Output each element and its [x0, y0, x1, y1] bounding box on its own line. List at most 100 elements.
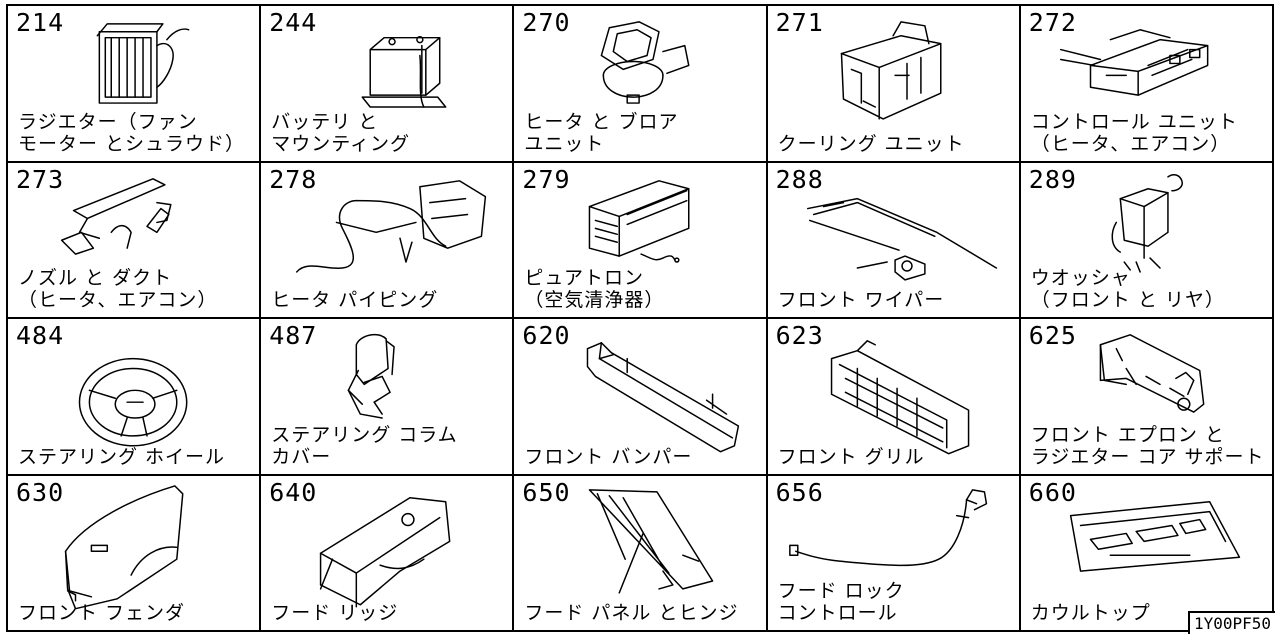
hood-lock-cable-icon: [788, 488, 987, 566]
apron-icon: [1099, 334, 1205, 413]
part-number: 279: [522, 164, 571, 194]
part-label: ウオッシャ（フロント と リヤ）: [1031, 267, 1268, 311]
steering-wheel-icon: [78, 357, 188, 447]
part-label: フード ロックコントロール: [778, 580, 1015, 624]
part-number: 630: [16, 477, 65, 507]
part-number: 656: [775, 477, 824, 507]
part-label: クーリング ユニット: [778, 133, 1015, 155]
part-number: 271: [775, 8, 824, 37]
heater-piping-icon: [296, 179, 487, 273]
part-cell[interactable]: 623 フロント グリル: [767, 319, 1021, 476]
part-number: 623: [775, 321, 824, 350]
part-label-line: コントロール ユニット: [1030, 110, 1238, 133]
part-label: ステアリング ホイール: [18, 446, 255, 468]
part-label-line: ステアリング ホイール: [18, 445, 226, 468]
part-label-line: バッテリ と: [271, 110, 379, 133]
part-number: 273: [16, 164, 65, 194]
part-label-line: （空気清浄器）: [524, 289, 665, 311]
part-label: コントロール ユニット（ヒータ、エアコン）: [1031, 111, 1268, 155]
part-cell[interactable]: 272 コントロール ユニット（ヒータ、エアコン）: [1020, 6, 1274, 163]
part-cell[interactable]: 288 フロント ワイパー: [767, 162, 1021, 319]
bumper-icon: [587, 342, 740, 453]
washer-tank-icon: [1111, 173, 1183, 273]
figure-code: 1Y00PF50: [1187, 611, 1275, 634]
part-number: 650: [522, 477, 571, 507]
part-cell[interactable]: 289 ウオッシャ（フロント と リヤ）: [1020, 162, 1274, 319]
control-unit-icon: [1059, 29, 1209, 96]
part-label-line: フード ロック: [777, 580, 905, 602]
part-label-line: フロント グリル: [777, 445, 925, 468]
part-label: フロント グリル: [778, 446, 1015, 468]
part-number: 487: [269, 321, 318, 350]
part-label-line: ヒータ パイピング: [271, 289, 439, 311]
fender-icon: [64, 484, 184, 609]
part-label-line: （ヒータ、エアコン）: [1030, 132, 1231, 155]
part-label-line: ノズル と ダクト: [18, 267, 173, 289]
part-cell[interactable]: 625 フロント エプロン とラジエター コア サポート: [1020, 319, 1274, 476]
part-number: 620: [522, 321, 571, 350]
part-label: ノズル と ダクト（ヒータ、エアコン）: [18, 267, 255, 311]
part-label: フロント エプロン とラジエター コア サポート: [1031, 424, 1268, 468]
part-label-line: カウルトップ: [1030, 602, 1151, 624]
part-label-line: ステアリング コラム: [271, 423, 458, 446]
hood-panel-icon: [589, 488, 714, 594]
part-number: 625: [1028, 321, 1077, 350]
part-number: 270: [522, 8, 571, 37]
part-label: フード パネル とヒンジ: [524, 602, 761, 624]
part-label-line: ユニット: [524, 132, 605, 155]
part-label-line: マウンティング: [271, 132, 411, 155]
part-cell[interactable]: 487 ステアリング コラムカバー: [261, 319, 515, 476]
part-number: 660: [1028, 477, 1077, 507]
part-label-line: （フロント と リヤ）: [1030, 289, 1225, 311]
part-cell[interactable]: 650 フード パネル とヒンジ: [514, 475, 768, 632]
part-number: 278: [269, 164, 318, 194]
part-cell[interactable]: 278 ヒータ パイピング: [261, 162, 515, 319]
part-label: ヒータ パイピング: [271, 289, 508, 311]
part-label-line: フロント バンパー: [524, 445, 693, 468]
part-number: 640: [269, 477, 318, 507]
part-cell[interactable]: 620 フロント バンパー: [514, 319, 768, 476]
part-label-line: ヒータ と ブロア: [524, 110, 679, 133]
part-number: 288: [775, 164, 824, 194]
part-label-line: ウオッシャ: [1030, 267, 1131, 289]
part-label: フロント フェンダ: [18, 602, 255, 624]
cowl-top-icon: [1069, 500, 1240, 572]
part-label-line: フロント エプロン と: [1030, 423, 1225, 446]
part-label-line: クーリング ユニット: [777, 132, 965, 155]
part-cell[interactable]: 271 クーリング ユニット: [767, 6, 1021, 163]
part-number: 214: [16, 8, 65, 37]
part-label: カウルトップ: [1031, 602, 1268, 624]
part-label-line: フード リッジ: [271, 602, 399, 624]
part-cell[interactable]: 273 ノズル と ダクト（ヒータ、エアコン）: [8, 162, 262, 319]
part-cell[interactable]: 279 ピュアトロン（空気清浄器）: [514, 162, 768, 319]
part-cell[interactable]: 270 ヒータ と ブロアユニット: [514, 6, 768, 163]
cooling-unit-icon: [840, 21, 942, 120]
hood-ledge-icon: [320, 496, 451, 607]
part-label-line: （ヒータ、エアコン）: [18, 289, 218, 311]
part-label: ピュアトロン（空気清浄器）: [524, 267, 761, 311]
part-cell[interactable]: 640 フード リッジ: [261, 475, 515, 632]
part-label-line: カバー: [271, 445, 332, 468]
part-label-line: フロント フェンダ: [18, 602, 186, 624]
part-number: 484: [16, 321, 65, 350]
part-label: ヒータ と ブロアユニット: [524, 111, 761, 155]
column-cover-icon: [347, 333, 395, 419]
part-number: 272: [1028, 8, 1077, 37]
part-cell[interactable]: 656 フード ロックコントロール: [767, 475, 1021, 632]
part-cell[interactable]: 484 ステアリング ホイール: [8, 319, 262, 476]
part-cell[interactable]: 630 フロント フェンダ: [8, 475, 262, 632]
part-label-line: コントロール: [777, 602, 898, 624]
part-label: ステアリング コラムカバー: [271, 424, 508, 468]
wiper-icon: [806, 197, 997, 281]
part-label: フロント バンパー: [524, 446, 761, 468]
nozzle-duct-icon: [60, 177, 172, 255]
part-cell[interactable]: 660 カウルトップ: [1020, 475, 1274, 632]
radiator-icon: [96, 23, 190, 104]
part-label: フロント ワイパー: [778, 289, 1015, 311]
part-label: フード リッジ: [271, 602, 508, 624]
part-number: 289: [1028, 164, 1077, 194]
part-label-line: モーター とシュラウド）: [18, 132, 246, 155]
